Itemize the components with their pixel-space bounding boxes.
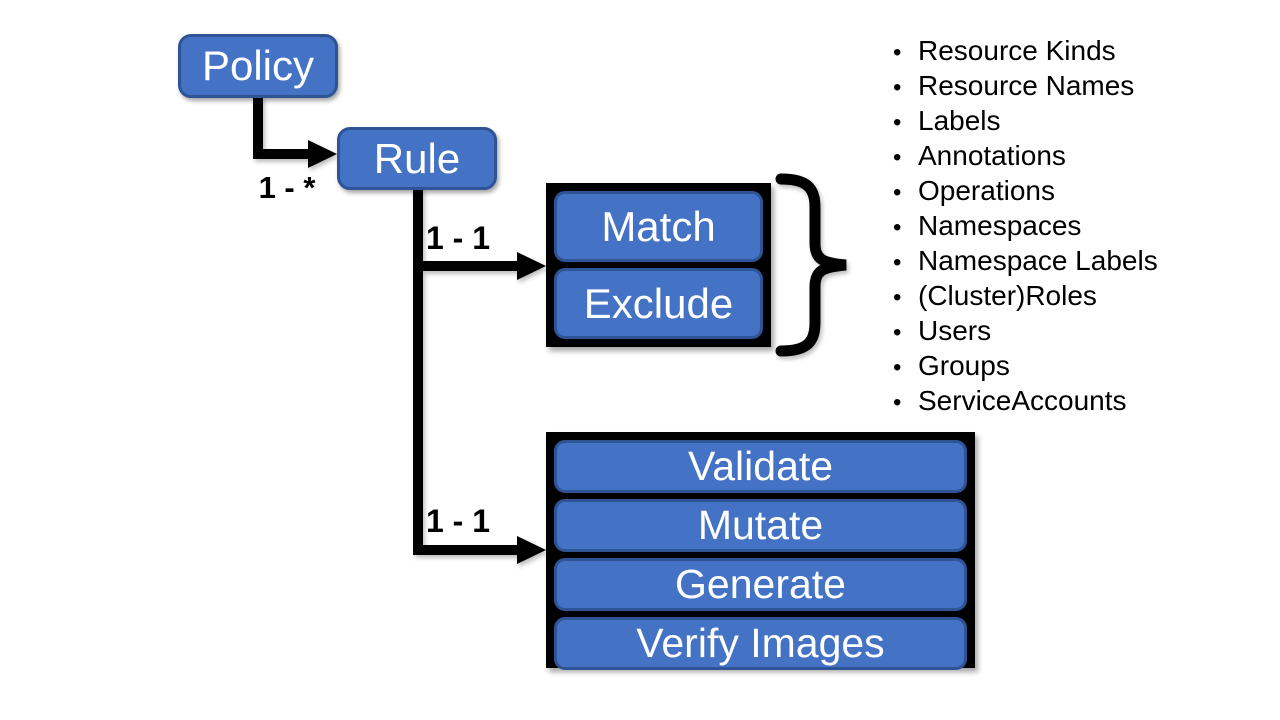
- bullet-icon: •: [893, 214, 902, 241]
- criteria-item-label: Namespace Labels: [918, 245, 1158, 276]
- edge-label-rule-match: 1 - 1: [425, 220, 491, 256]
- list-item: • (Cluster)Roles: [893, 278, 1158, 313]
- actions-group: Validate Mutate Generate Verify Images: [546, 432, 975, 670]
- mutate-node: Mutate: [554, 499, 967, 552]
- policy-node: Policy: [178, 34, 338, 98]
- match-exclude-group: Match Exclude: [546, 183, 771, 347]
- bullet-icon: •: [893, 389, 902, 416]
- curly-brace-icon: [775, 173, 847, 357]
- edge-label-rule-actions: 1 - 1: [425, 503, 491, 539]
- exclude-node: Exclude: [554, 268, 763, 339]
- validate-node: Validate: [554, 440, 967, 493]
- validate-node-label: Validate: [687, 443, 834, 489]
- rule-node-label: Rule: [373, 134, 461, 182]
- criteria-item-label: Namespaces: [918, 210, 1082, 241]
- list-item: • Namespace Labels: [893, 243, 1158, 278]
- criteria-item-label: Users: [918, 315, 992, 346]
- generate-node: Generate: [554, 558, 967, 611]
- exclude-node-label: Exclude: [583, 279, 734, 327]
- list-item: • Users: [893, 313, 1158, 348]
- criteria-item-label: Resource Kinds: [918, 35, 1116, 66]
- bullet-icon: •: [893, 179, 902, 206]
- list-item: • Resource Names: [893, 68, 1158, 103]
- policy-rule-connector: [253, 96, 310, 159]
- verify-images-node: Verify Images: [554, 617, 967, 670]
- bullet-icon: •: [893, 319, 902, 346]
- list-item: • Namespaces: [893, 208, 1158, 243]
- generate-node-label: Generate: [675, 561, 846, 607]
- criteria-item-label: Labels: [918, 105, 1001, 136]
- criteria-item-label: Operations: [918, 175, 1055, 206]
- bullet-icon: •: [893, 249, 902, 276]
- list-item: • Labels: [893, 103, 1158, 138]
- criteria-list: •Resource Kinds •Resource Names •Labels …: [893, 33, 1158, 418]
- bullet-icon: •: [893, 284, 902, 311]
- bullet-icon: •: [893, 354, 902, 381]
- criteria-item-label: Resource Names: [918, 70, 1135, 101]
- mutate-node-label: Mutate: [697, 502, 824, 548]
- list-item: • Resource Kinds: [893, 33, 1158, 68]
- criteria-item-label: Annotations: [918, 140, 1066, 171]
- rule-actions-connector: [413, 188, 519, 555]
- list-item: • ServiceAccounts: [893, 383, 1158, 418]
- policy-rule-arrowhead-icon: [308, 140, 337, 168]
- bullet-icon: •: [893, 74, 902, 101]
- match-node-label: Match: [601, 202, 716, 250]
- bullet-icon: •: [893, 39, 902, 66]
- rule-actions-arrowhead-icon: [517, 536, 546, 564]
- list-item: • Annotations: [893, 138, 1158, 173]
- list-item: • Groups: [893, 348, 1158, 383]
- rule-node: Rule: [337, 127, 497, 190]
- rule-match-arrowhead-icon: [517, 252, 546, 280]
- verify-images-node-label: Verify Images: [636, 620, 885, 666]
- bullet-icon: •: [893, 109, 902, 136]
- match-node: Match: [554, 191, 763, 262]
- criteria-item-label: (Cluster)Roles: [918, 280, 1097, 311]
- criteria-item-label: ServiceAccounts: [918, 385, 1127, 416]
- bullet-icon: •: [893, 144, 902, 171]
- list-item: • Operations: [893, 173, 1158, 208]
- policy-node-label: Policy: [201, 42, 315, 89]
- edge-label-policy-rule: 1 - *: [258, 170, 316, 205]
- criteria-item-label: Groups: [918, 350, 1010, 381]
